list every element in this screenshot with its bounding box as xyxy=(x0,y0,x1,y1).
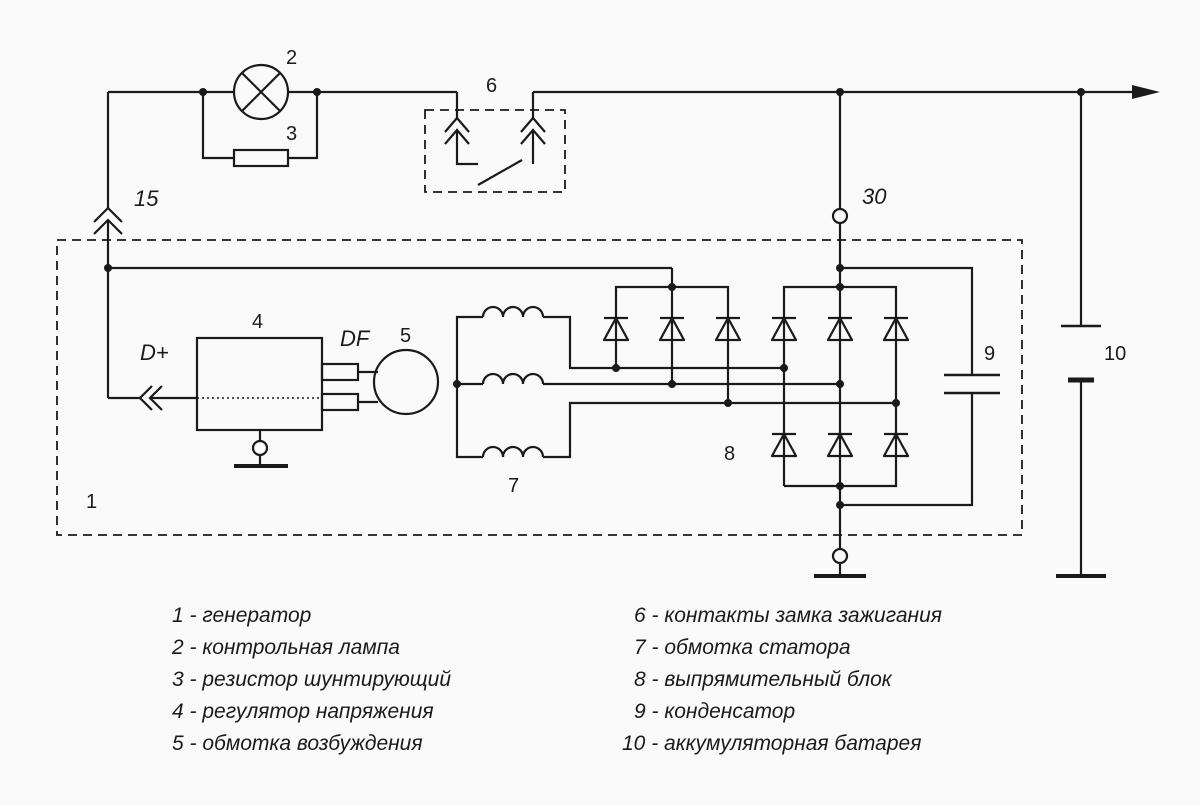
control-lamp-icon xyxy=(232,63,290,121)
legend-item: 5 - обмотка возбуждения xyxy=(172,732,423,755)
label-regulator-number: 4 xyxy=(252,311,263,333)
label-rectifier-number: 8 xyxy=(724,443,735,465)
legend-item: 1 - генератор xyxy=(172,604,311,627)
generator-boundary xyxy=(56,239,1023,536)
legend-item: 8 - выпрямительный блок xyxy=(634,668,893,691)
label-resistor-number: 3 xyxy=(286,123,297,145)
capacitor-icon xyxy=(944,373,1000,395)
diode-icon xyxy=(826,432,854,458)
excitation-winding-icon xyxy=(372,348,440,416)
stator-winding-icon xyxy=(453,305,896,459)
label-terminal-d-plus: D+ xyxy=(140,340,169,365)
terminal-30 xyxy=(831,88,849,268)
label-terminal-15: 15 xyxy=(134,186,159,211)
label-excitation-number: 5 xyxy=(400,325,411,347)
rectifier-block xyxy=(108,264,974,509)
diode-icon xyxy=(826,316,854,342)
label-switch-number: 6 xyxy=(486,75,497,97)
shunt-resistor-icon xyxy=(201,92,319,168)
legend-item: 6 - контакты замка зажигания xyxy=(634,604,942,627)
lamp-branch xyxy=(108,88,457,96)
voltage-regulator xyxy=(195,336,324,468)
ignition-switch-contacts-icon xyxy=(444,92,546,186)
legend-item: 3 - резистор шунтирующий xyxy=(172,668,451,691)
label-terminal-30: 30 xyxy=(862,184,887,209)
diode-icon xyxy=(882,316,910,342)
legend-item: 7 - обмотка статора xyxy=(634,636,851,659)
legend-item: 10 - аккумуляторная батарея xyxy=(622,732,921,755)
legend: 1 - генератор 2 - контрольная лампа 3 - … xyxy=(171,604,942,755)
label-generator-number: 1 xyxy=(86,491,97,513)
legend-item: 2 - контрольная лампа xyxy=(171,636,400,659)
diode-icon xyxy=(882,432,910,458)
label-terminal-df: DF xyxy=(340,326,371,351)
label-battery-number: 10 xyxy=(1104,343,1126,365)
generator-ground-icon xyxy=(814,505,866,578)
diode-icon xyxy=(658,316,686,342)
label-stator-number: 7 xyxy=(508,475,519,497)
legend-item: 4 - регулятор напряжения xyxy=(172,700,434,723)
diode-icon xyxy=(770,432,798,458)
ignition-switch-boundary xyxy=(424,109,566,193)
main-supply-wire xyxy=(533,85,1160,99)
label-capacitor-number: 9 xyxy=(984,343,995,365)
battery-icon xyxy=(1056,88,1106,578)
diode-icon xyxy=(602,316,630,342)
diode-icon xyxy=(714,316,742,342)
d-plus-connector-icon xyxy=(138,385,197,411)
df-connector xyxy=(320,362,378,412)
terminal-15-wire xyxy=(93,92,140,400)
label-lamp-number: 2 xyxy=(286,47,297,69)
diode-icon xyxy=(770,316,798,342)
legend-item: 9 - конденсатор xyxy=(634,700,795,723)
